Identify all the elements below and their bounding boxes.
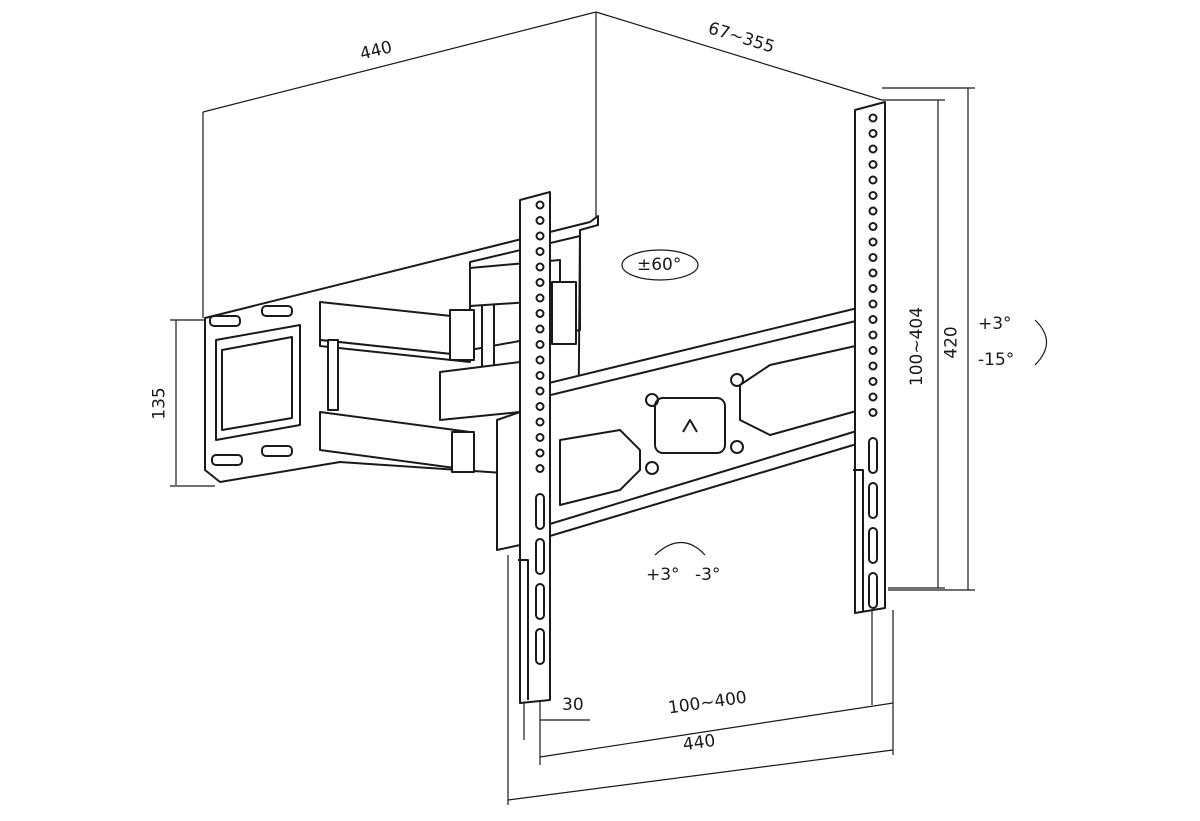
bracket-hole bbox=[535, 417, 545, 427]
swing-arms bbox=[319, 259, 577, 473]
bracket-hole bbox=[868, 113, 878, 123]
bracket-hole bbox=[868, 175, 878, 185]
label-tilt-up: +3° bbox=[978, 314, 1012, 334]
bracket-slot bbox=[535, 628, 545, 665]
label-wall-plate-height: 135 bbox=[149, 387, 170, 420]
bracket-hole bbox=[535, 262, 545, 272]
bracket-slot bbox=[535, 583, 545, 620]
bracket-hole bbox=[868, 346, 878, 355]
label-tilt-down: -15° bbox=[978, 350, 1015, 370]
bracket-hole bbox=[868, 361, 878, 371]
bracket-hole bbox=[868, 222, 878, 231]
bracket-slot bbox=[535, 493, 545, 530]
bracket-hole bbox=[868, 253, 878, 262]
bracket-hole bbox=[535, 324, 545, 334]
bracket-hole bbox=[868, 206, 878, 216]
bracket-hole bbox=[868, 330, 878, 340]
bracket-hole bbox=[868, 377, 878, 386]
bracket-hole bbox=[868, 191, 878, 200]
bracket-hole bbox=[535, 464, 545, 473]
bracket-hole bbox=[535, 309, 545, 318]
bracket-slot bbox=[535, 538, 545, 575]
bracket-hole bbox=[868, 315, 878, 324]
bracket-hole bbox=[535, 231, 545, 241]
bracket-hole bbox=[868, 268, 878, 278]
bracket-hole bbox=[868, 129, 878, 138]
bracket-holes bbox=[535, 113, 878, 665]
bracket-hole bbox=[535, 402, 545, 411]
label-level-plus: +3° bbox=[646, 565, 680, 585]
bracket-hole bbox=[868, 392, 878, 402]
bracket-hole bbox=[535, 355, 545, 365]
bracket-hole bbox=[535, 448, 545, 458]
rotation-arrows bbox=[621, 249, 1048, 556]
label-bracket-height: 420 bbox=[941, 326, 962, 359]
bracket-hole bbox=[535, 386, 545, 396]
bracket-hole bbox=[535, 371, 545, 380]
bracket-hole bbox=[868, 408, 878, 417]
bracket-slot bbox=[868, 437, 878, 474]
bracket-hole bbox=[535, 293, 545, 303]
bracket-hole bbox=[868, 237, 878, 247]
label-bracket-width: 30 bbox=[562, 695, 584, 715]
bracket-hole bbox=[535, 216, 545, 225]
bracket-slot bbox=[868, 482, 878, 519]
bracket-hole bbox=[535, 278, 545, 287]
vertical-bracket-left bbox=[496, 191, 551, 704]
bracket-hole bbox=[535, 200, 545, 210]
label-vesa-vertical: 100~404 bbox=[907, 306, 928, 387]
dimension-lines bbox=[170, 11, 975, 805]
bracket-hole bbox=[535, 340, 545, 349]
bracket-slot bbox=[868, 572, 878, 609]
label-level-minus: -3° bbox=[695, 565, 721, 585]
bracket-hole bbox=[535, 433, 545, 442]
bracket-hole bbox=[868, 284, 878, 293]
label-overall-width: 440 bbox=[681, 730, 717, 756]
bracket-hole bbox=[868, 160, 878, 169]
bracket-hole bbox=[535, 247, 545, 256]
bracket-hole bbox=[868, 299, 878, 309]
bracket-slot bbox=[868, 527, 878, 564]
bracket-hole bbox=[868, 144, 878, 154]
label-swivel: ±60° bbox=[637, 255, 682, 275]
